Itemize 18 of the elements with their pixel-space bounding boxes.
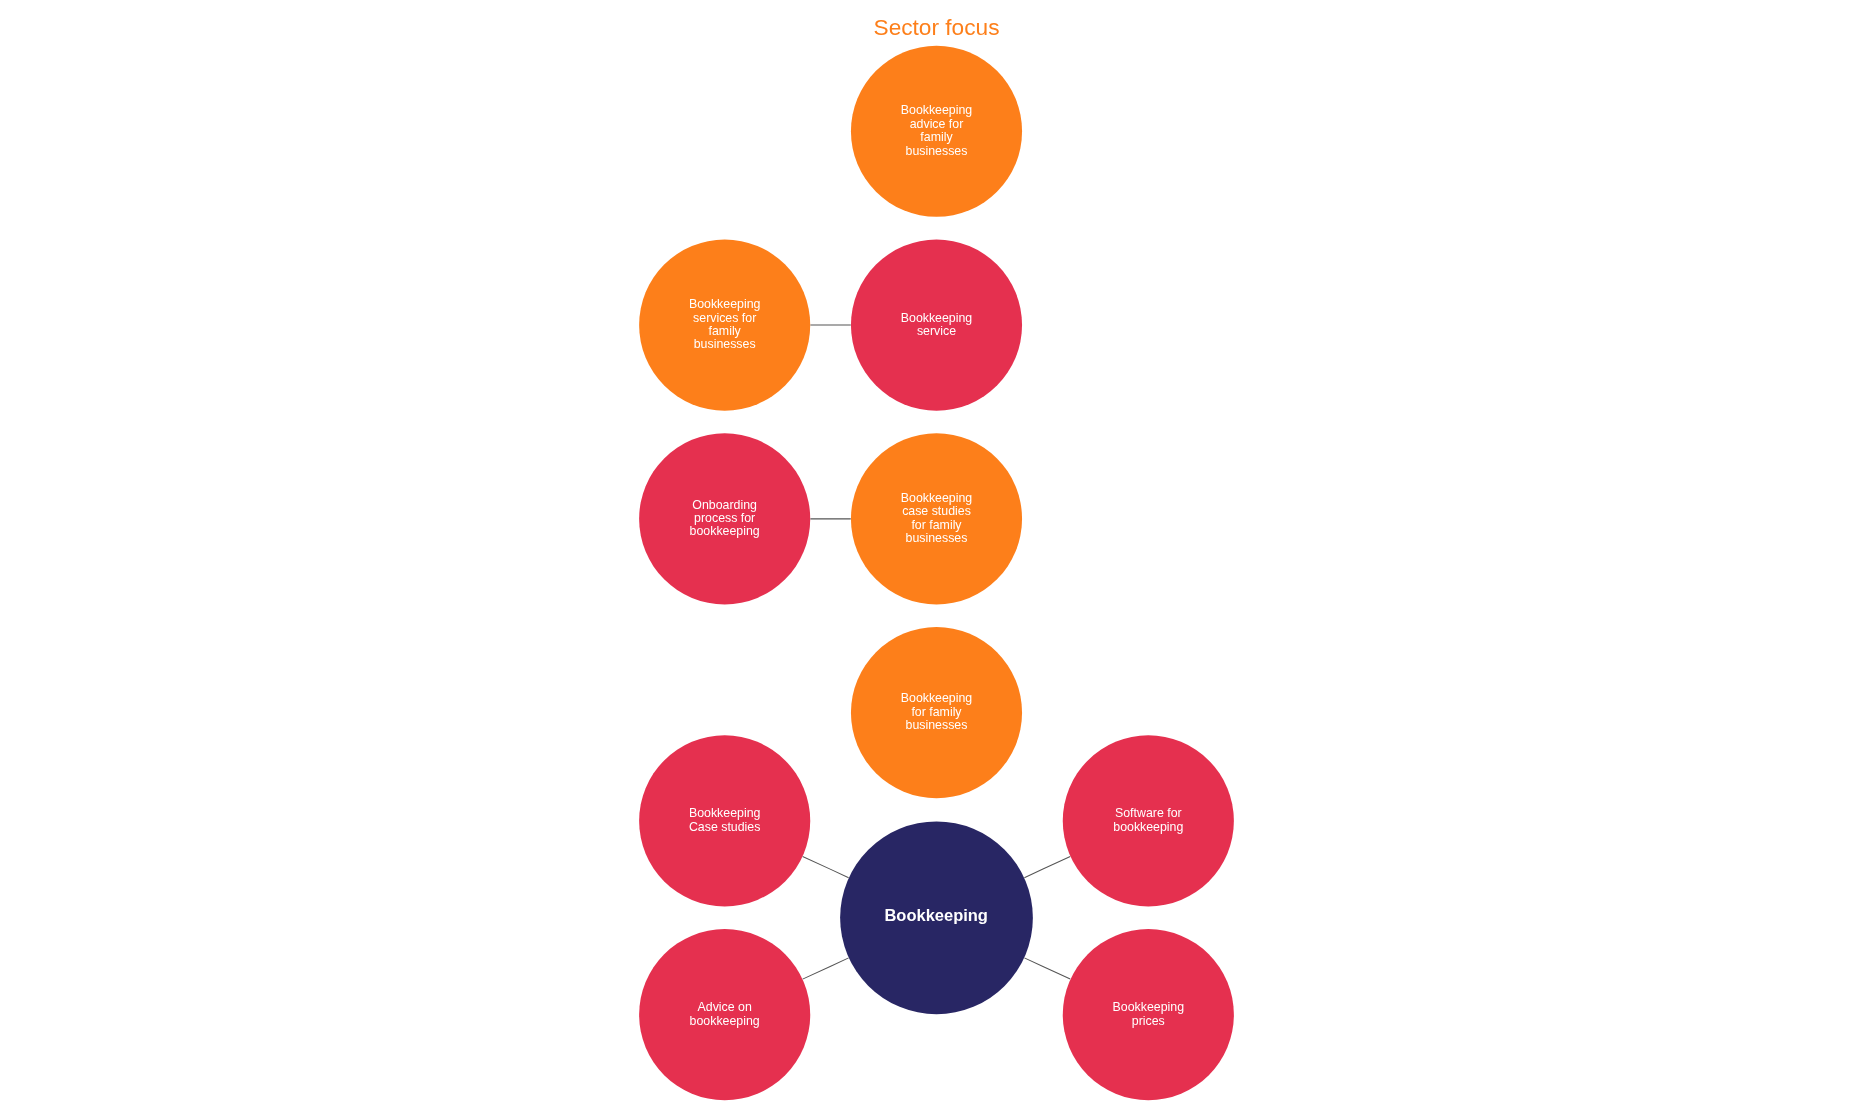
node-circle: Bookkeeping for family businesses <box>850 627 1023 799</box>
node-circle: Bookkeeping services for family businesses <box>639 239 811 411</box>
node-circle: Bookkeeping <box>840 821 1033 1015</box>
connector <box>1023 957 1071 980</box>
connector <box>802 855 850 879</box>
node-circle: Advice on bookkeeping <box>639 929 811 1101</box>
node-circle: Software for bookkeeping <box>1062 735 1234 907</box>
connector <box>802 957 850 980</box>
node-circle: Bookkeeping service <box>850 239 1023 411</box>
node-circle: Bookkeeping prices <box>1062 929 1234 1101</box>
connector <box>809 324 852 326</box>
node-circle: Bookkeeping advice for family businesses <box>850 45 1023 217</box>
diagram-title: Sector focus <box>873 14 1000 41</box>
connector <box>809 518 852 520</box>
node-circle: Bookkeeping Case studies <box>639 735 811 907</box>
node-circle: Bookkeeping case studies for family businesses <box>850 433 1023 605</box>
connector <box>1023 855 1071 879</box>
node-circle: Onboarding process for bookkeeping <box>639 433 811 605</box>
